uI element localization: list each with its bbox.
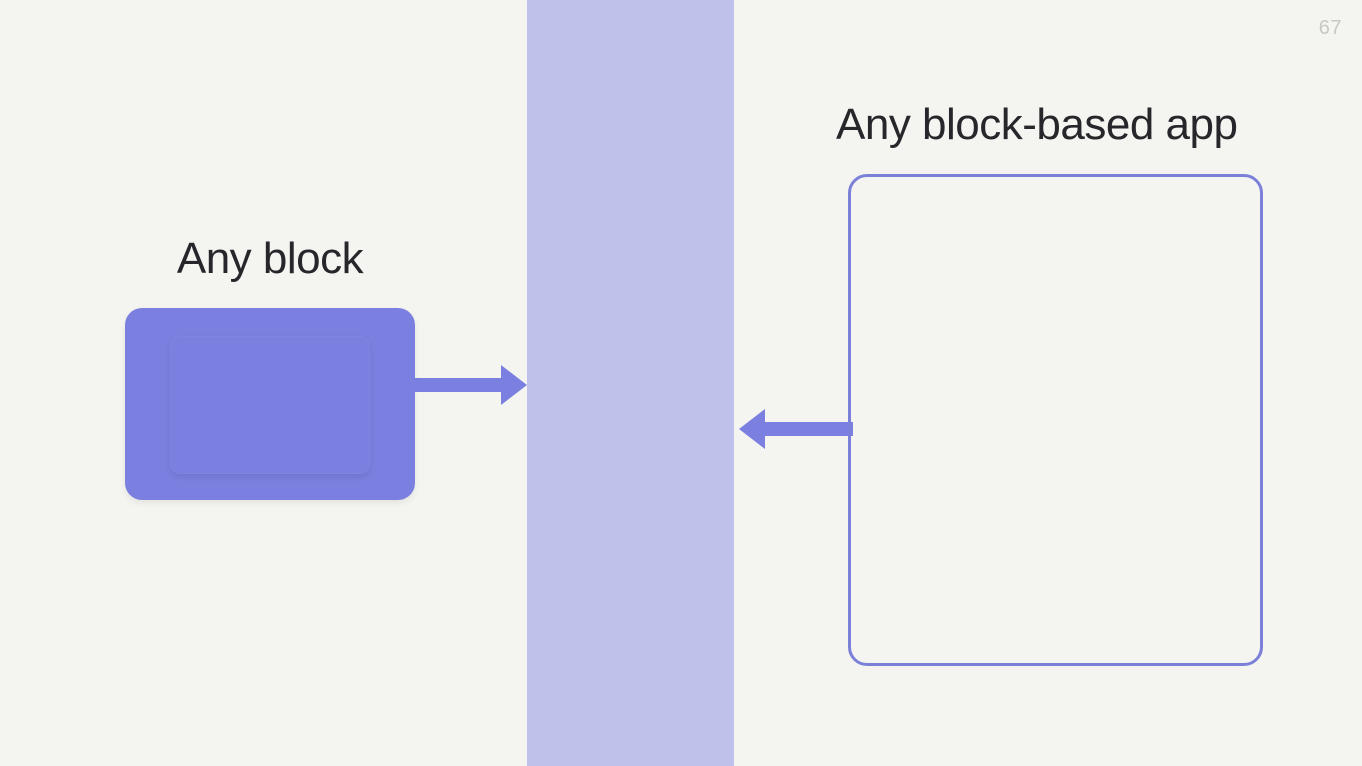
block-shape[interactable] bbox=[125, 308, 415, 500]
block-inner-surface bbox=[170, 336, 370, 474]
center-band bbox=[527, 0, 734, 766]
page-number: 67 bbox=[1318, 17, 1342, 39]
arrow-left-icon bbox=[739, 409, 853, 449]
app-frame[interactable] bbox=[848, 174, 1263, 666]
right-heading: Any block-based app bbox=[836, 100, 1238, 149]
left-heading: Any block bbox=[176, 234, 364, 283]
arrow-right-icon bbox=[413, 365, 527, 405]
